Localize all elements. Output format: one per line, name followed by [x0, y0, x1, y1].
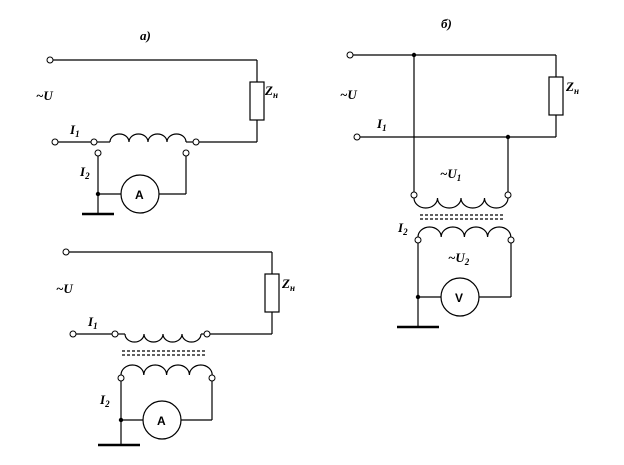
ammeter-a1	[120, 174, 160, 214]
primary-terminal-left-b	[410, 191, 418, 199]
secondary-coil-b	[417, 226, 512, 238]
secondary-terminal-right-b	[507, 236, 515, 244]
current2-label-a1: I2	[79, 164, 90, 181]
circuit-b: б) ~U Zн I1 ~U1 I2 ~U2	[340, 16, 579, 329]
tap-right-a1	[182, 149, 190, 157]
coil-terminal-right-a1	[192, 138, 200, 146]
load-label-b: Zн	[565, 79, 579, 96]
tap-left-a1	[94, 149, 102, 157]
load-label-a2: Zн	[281, 276, 295, 293]
current1-label-b: I1	[376, 116, 387, 133]
current1-label-a2: I1	[87, 314, 98, 331]
secondary-terminal-left-a2	[117, 374, 125, 382]
terminal-bottom-a2	[69, 330, 77, 338]
ammeter-a2	[142, 400, 182, 440]
load-impedance-a1	[249, 81, 265, 121]
coil-terminal-left-a1	[90, 138, 98, 146]
ammeter-label-a1: A	[135, 188, 144, 202]
terminal-bottom-b	[353, 133, 361, 141]
terminal-top-a1	[46, 56, 54, 64]
source-label-b: ~U	[340, 87, 357, 102]
source-label-a1: ~U	[36, 88, 53, 103]
junction-a2	[118, 417, 124, 423]
load-impedance-a2	[264, 273, 280, 313]
secondary-terminal-right-a2	[208, 374, 216, 382]
voltmeter-b	[440, 277, 480, 317]
current1-label-a1: I1	[69, 122, 80, 139]
load-label-a1: Zн	[264, 83, 278, 100]
load-impedance-b	[548, 76, 564, 116]
primary-terminal-right-b	[504, 191, 512, 199]
current-coil-a1	[109, 133, 187, 143]
current2-label-b: I2	[397, 220, 408, 237]
secondary-coil-a2	[120, 364, 213, 376]
junction-meter-b	[415, 294, 421, 300]
panel-label-a: а)	[140, 28, 151, 43]
voltmeter-label-b: V	[455, 291, 463, 305]
terminal-bottom-a1	[51, 138, 59, 146]
u2-label-b: ~U2	[448, 250, 470, 267]
terminal-top-a2	[62, 248, 70, 256]
primary-coil-a2	[124, 333, 202, 343]
primary-terminal-left-a2	[111, 330, 119, 338]
ammeter-label-a2: A	[157, 414, 166, 428]
circuit-a-bottom: ~U Zн I1 I2 A	[56, 248, 295, 447]
current2-label-a2: I2	[99, 392, 110, 409]
primary-terminal-right-a2	[203, 330, 211, 338]
circuit-a-top: а) ~U Zн I1 I2 A	[36, 28, 278, 216]
panel-label-b: б)	[441, 16, 452, 31]
terminal-top-b	[346, 51, 354, 59]
junction-a1	[95, 191, 101, 197]
source-label-a2: ~U	[56, 281, 73, 296]
primary-coil-b	[413, 197, 509, 209]
u1-label-b: ~U1	[440, 166, 461, 183]
secondary-terminal-left-b	[414, 236, 422, 244]
